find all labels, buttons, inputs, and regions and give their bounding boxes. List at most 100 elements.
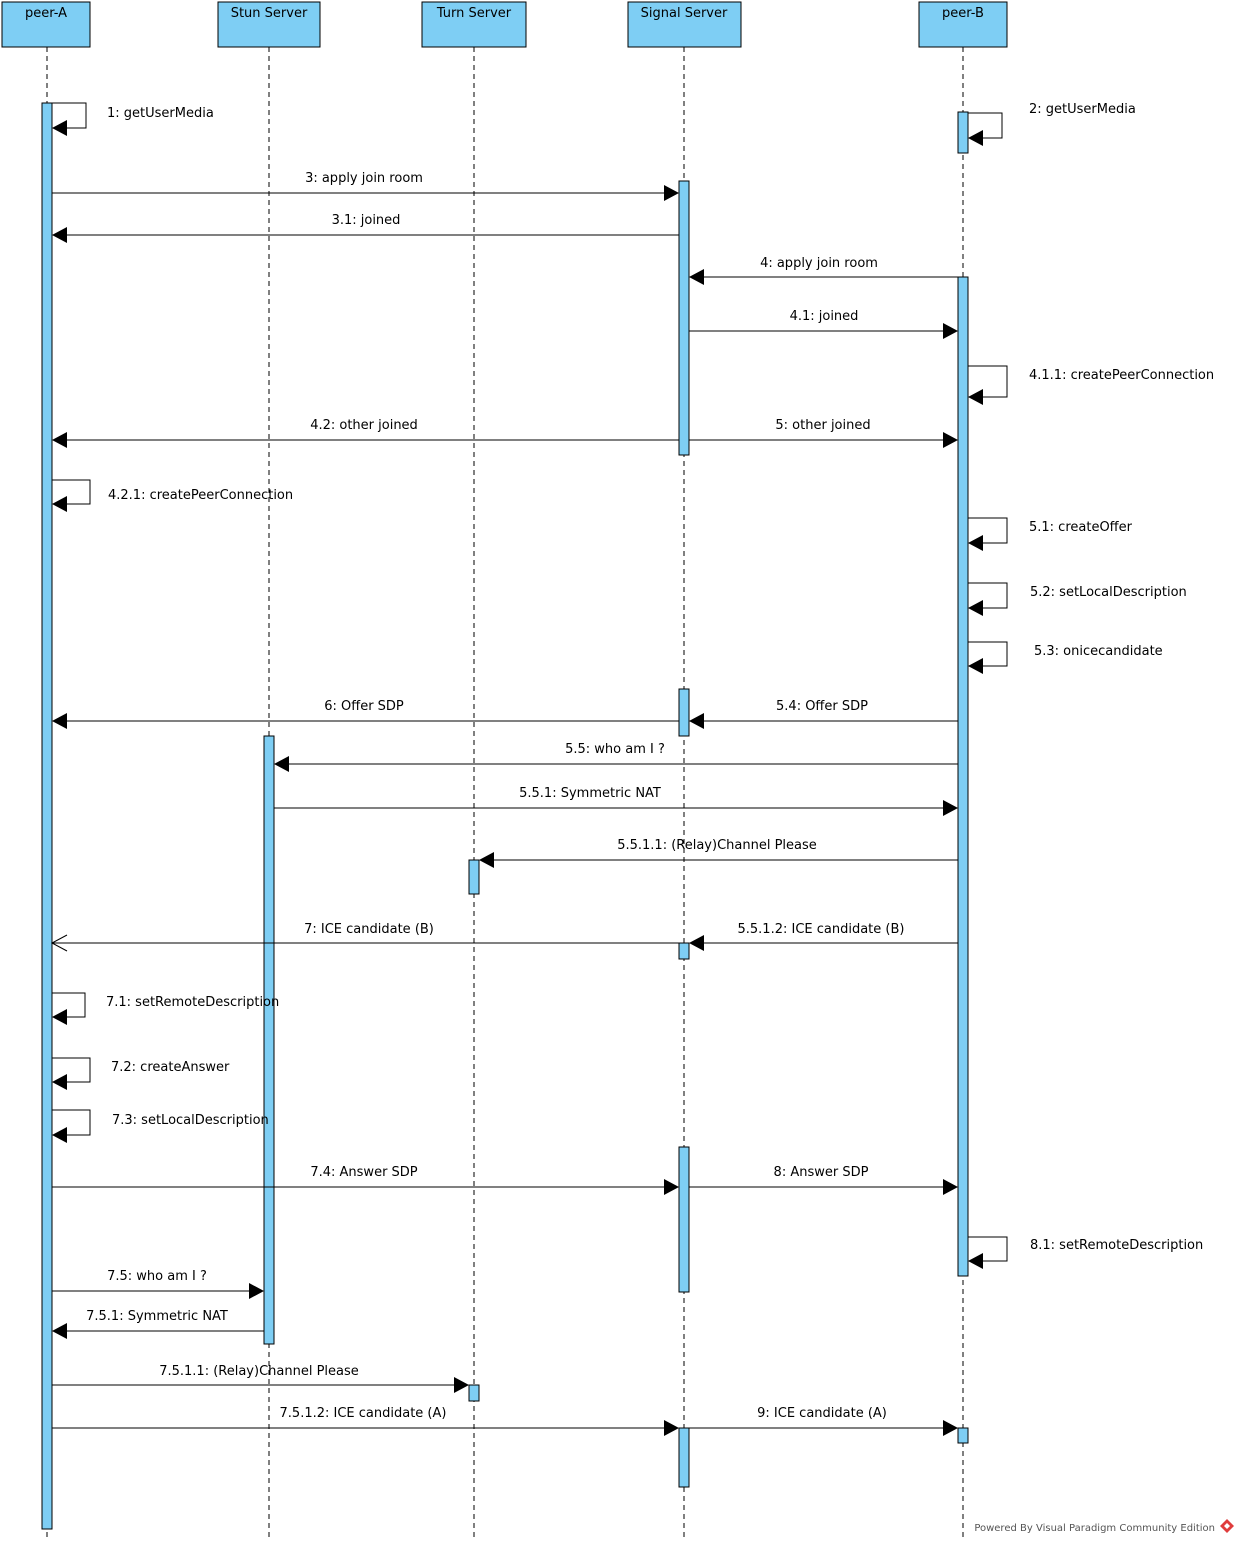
message-label: 7.5.1.1: (Relay)Channel Please: [159, 1364, 359, 1379]
message[interactable]: 7.2: createAnswer: [52, 1057, 230, 1090]
arrowhead: [689, 269, 704, 285]
activation-bar: [678, 180, 690, 456]
message[interactable]: 5.5.1.2: ICE candidate (B): [689, 922, 958, 951]
message-label: 7.5.1: Symmetric NAT: [86, 1309, 228, 1324]
arrowhead: [943, 432, 958, 448]
message[interactable]: 7: ICE candidate (B): [50, 922, 679, 952]
message[interactable]: 5: other joined: [689, 418, 958, 448]
message[interactable]: 6: Offer SDP: [52, 699, 679, 729]
message-label: 4: apply join room: [760, 256, 878, 271]
activation-bar: [678, 942, 690, 960]
message[interactable]: 8.1: setRemoteDescription: [968, 1236, 1203, 1269]
self-message-line: [968, 1236, 1008, 1262]
message-label: 4.1: joined: [790, 309, 859, 324]
message-label: 5: other joined: [775, 418, 870, 433]
participant-signal-server[interactable]: Signal Server: [627, 1, 742, 48]
arrowhead: [689, 935, 704, 951]
activation-bar: [957, 276, 969, 1277]
self-message-line: [52, 479, 91, 505]
message-label: 5.5.1.1: (Relay)Channel Please: [617, 838, 817, 853]
message[interactable]: 3: apply join room: [52, 171, 679, 201]
activation-bar: [41, 102, 53, 1530]
arrowhead: [943, 323, 958, 339]
arrowhead: [664, 1179, 679, 1195]
message[interactable]: 5.5.1.1: (Relay)Channel Please: [479, 838, 958, 868]
message-label: 2: getUserMedia: [1029, 102, 1136, 117]
participant-turn-server[interactable]: Turn Server: [421, 1, 527, 48]
message[interactable]: 5.4: Offer SDP: [689, 699, 958, 729]
message[interactable]: 5.1: createOffer: [968, 517, 1133, 551]
self-message-line: [52, 102, 87, 129]
message-label: 6: Offer SDP: [324, 699, 404, 714]
message[interactable]: 7.5.1.1: (Relay)Channel Please: [52, 1364, 469, 1393]
message[interactable]: 7.1: setRemoteDescription: [52, 992, 279, 1025]
activation-bar: [468, 1384, 480, 1402]
arrowhead: [52, 1127, 67, 1143]
arrowhead: [968, 389, 983, 405]
message[interactable]: 4: apply join room: [689, 256, 958, 285]
arrowhead: [943, 1420, 958, 1436]
message[interactable]: 1: getUserMedia: [52, 102, 214, 136]
message-label: 5.5: who am I ?: [565, 742, 665, 757]
arrowhead: [52, 1009, 67, 1025]
arrowhead: [52, 120, 67, 136]
visual-paradigm-logo-icon: [1220, 1519, 1234, 1533]
arrowhead: [968, 130, 983, 146]
message-label: 7: ICE candidate (B): [304, 922, 434, 937]
message[interactable]: 7.5.1: Symmetric NAT: [52, 1309, 264, 1339]
message-label: 5.4: Offer SDP: [776, 699, 868, 714]
message[interactable]: 7.4: Answer SDP: [52, 1165, 679, 1195]
arrowhead: [479, 852, 494, 868]
self-message-line: [52, 1057, 91, 1083]
arrowhead: [52, 227, 67, 243]
message-label: 4.2.1: createPeerConnection: [108, 488, 293, 503]
participant-label: Turn Server: [436, 6, 512, 21]
message-label: 9: ICE candidate (A): [757, 1406, 887, 1421]
activation-bar: [468, 859, 480, 895]
activation-bar: [678, 1427, 690, 1488]
message[interactable]: 9: ICE candidate (A): [689, 1406, 958, 1436]
self-message-line: [968, 517, 1008, 544]
arrowhead: [943, 1179, 958, 1195]
arrowhead: [689, 713, 704, 729]
message-label: 7.5.1.2: ICE candidate (A): [280, 1406, 447, 1421]
message[interactable]: 4.1.1: createPeerConnection: [968, 365, 1214, 405]
arrowhead: [664, 1420, 679, 1436]
message[interactable]: 7.3: setLocalDescription: [52, 1109, 269, 1143]
arrowhead: [274, 756, 289, 772]
arrowhead: [968, 1253, 983, 1269]
message[interactable]: 2: getUserMedia: [968, 102, 1136, 146]
message[interactable]: 8: Answer SDP: [689, 1165, 958, 1195]
arrowhead: [50, 934, 68, 952]
messages-group: 1: getUserMedia 2: getUserMedia 3: apply j…: [50, 102, 1214, 1436]
participant-peer-b[interactable]: peer-B: [918, 1, 1008, 48]
arrowhead: [249, 1283, 264, 1299]
message[interactable]: 4.1: joined: [689, 309, 958, 339]
participant-stun-server[interactable]: Stun Server: [217, 1, 321, 48]
message[interactable]: 5.5.1: Symmetric NAT: [274, 786, 958, 816]
message[interactable]: 7.5: who am I ?: [52, 1269, 264, 1299]
arrowhead: [52, 713, 67, 729]
participant-peer-a[interactable]: peer-A: [1, 1, 91, 48]
message-label: 7.3: setLocalDescription: [112, 1113, 269, 1128]
message-label: 5.3: onicecandidate: [1034, 644, 1163, 659]
arrowhead: [968, 600, 983, 616]
self-message-line: [52, 1109, 91, 1136]
message-label: 3: apply join room: [305, 171, 423, 186]
message-label: 5.5.1.2: ICE candidate (B): [738, 922, 905, 937]
arrowhead: [52, 496, 67, 512]
arrowhead: [52, 1323, 67, 1339]
message[interactable]: 5.5: who am I ?: [274, 742, 958, 772]
arrowhead: [52, 432, 67, 448]
message[interactable]: 5.3: onicecandidate: [968, 641, 1163, 674]
message-label: 4.1.1: createPeerConnection: [1029, 368, 1214, 383]
self-message-line: [52, 992, 86, 1018]
message[interactable]: 3.1: joined: [52, 213, 679, 243]
message[interactable]: 5.2: setLocalDescription: [968, 582, 1187, 616]
message[interactable]: 4.2.1: createPeerConnection: [52, 479, 293, 512]
self-message-line: [968, 365, 1008, 398]
message[interactable]: 4.2: other joined: [52, 418, 679, 448]
participant-label: Signal Server: [641, 6, 728, 21]
arrowhead: [52, 1074, 67, 1090]
message[interactable]: 7.5.1.2: ICE candidate (A): [52, 1406, 679, 1436]
